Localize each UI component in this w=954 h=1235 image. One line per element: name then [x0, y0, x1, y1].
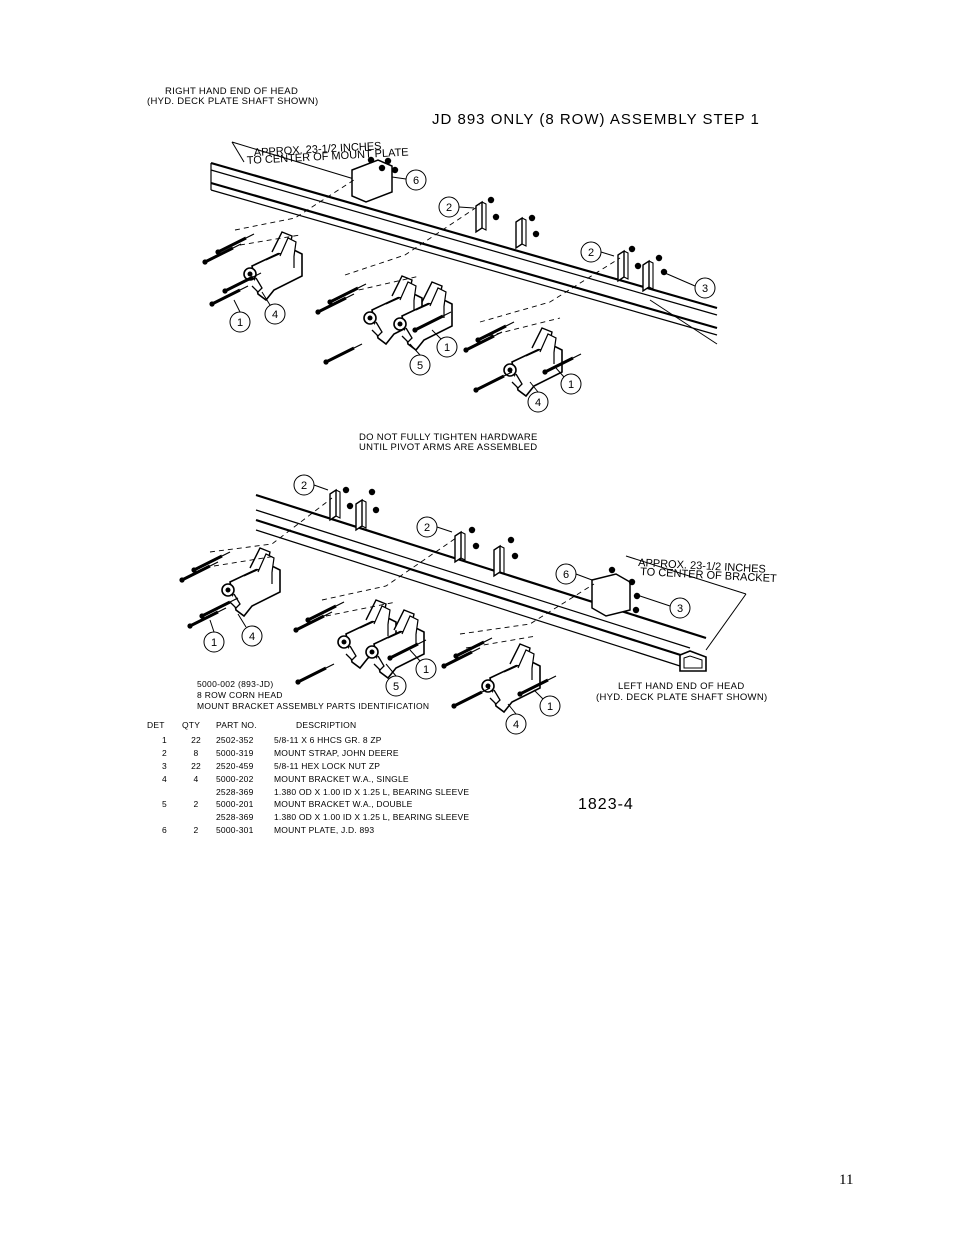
left-end-label-line1: LEFT HAND END OF HEAD [618, 681, 745, 692]
table-row: 2528-369 1.380 OD X 1.00 ID X 1.25 L, BE… [147, 811, 469, 824]
left-end-label-line2: (HYD. DECK PLATE SHAFT SHOWN) [596, 692, 768, 703]
table-row: 2528-369 1.380 OD X 1.00 ID X 1.25 L, BE… [147, 785, 469, 798]
cell-part: 2502-352 [216, 735, 254, 746]
cell-qty: 22 [191, 735, 201, 746]
table-row: 2 8 5000-319 MOUNT STRAP, JOHN DEERE [147, 747, 469, 760]
cell-det [147, 811, 182, 824]
cell-det: 4 [162, 773, 167, 784]
cell-det: 2 [162, 748, 167, 759]
cell-det: 6 [162, 824, 167, 835]
cell-part: 5000-301 [216, 824, 254, 835]
table-row: 6 2 5000-301 MOUNT PLATE, J.D. 893 [147, 824, 469, 837]
callout-bottom-6: 6 [563, 569, 569, 581]
cell-desc: MOUNT BRACKET W.A., DOUBLE [274, 799, 413, 810]
cell-qty: 2 [193, 824, 199, 835]
top-straps [475, 196, 668, 292]
cell-part: 5000-319 [216, 748, 254, 759]
cell-desc: 5/8-11 X 6 HHCS GR. 8 ZP [274, 735, 382, 746]
cell-desc: 1.380 OD X 1.00 ID X 1.25 L, BEARING SLE… [274, 786, 470, 797]
callout-top-3: 3 [702, 283, 708, 295]
callout-top-4a: 4 [272, 309, 278, 321]
callout-bottom-1a: 1 [211, 637, 217, 649]
cell-qty: 2 [193, 799, 199, 810]
cell-det: 3 [162, 760, 167, 771]
cell-part: 2528-369 [216, 812, 254, 823]
top-dashed-guides [234, 177, 621, 337]
cell-desc: MOUNT PLATE, J.D. 893 [274, 824, 375, 835]
hardware-note-line1: DO NOT FULLY TIGHTEN HARDWARE [359, 432, 538, 443]
cell-qty [182, 811, 210, 824]
callout-bottom-1b: 1 [423, 664, 429, 676]
cell-qty: 22 [191, 760, 201, 771]
bottom-callouts [203, 474, 691, 735]
callout-bottom-2b: 2 [424, 522, 430, 534]
cell-part: 5000-202 [216, 773, 254, 784]
callout-bottom-2a: 2 [301, 480, 307, 492]
cell-desc: MOUNT STRAP, JOHN DEERE [274, 748, 399, 759]
right-end-label-line1: RIGHT HAND END OF HEAD [165, 86, 299, 97]
callout-top-1b: 1 [444, 342, 450, 354]
top-callouts [229, 169, 716, 413]
callout-top-2b: 2 [588, 247, 594, 259]
cell-part: 5000-201 [216, 799, 254, 810]
parts-caption-line3: MOUNT BRACKET ASSEMBLY PARTS IDENTIFICAT… [197, 701, 430, 711]
cell-det [147, 785, 182, 798]
parts-table-header: DET QTY PART NO. DESCRIPTION [147, 720, 469, 734]
callout-bottom-5: 5 [393, 681, 399, 693]
bottom-mount-plate [591, 566, 641, 617]
cell-part: 2528-369 [216, 786, 254, 797]
page-title: JD 893 ONLY (8 ROW) ASSEMBLY STEP 1 [432, 111, 760, 128]
bottom-dimension [625, 555, 747, 651]
callout-top-6: 6 [413, 175, 419, 187]
cell-qty: 8 [193, 748, 199, 759]
parts-table: DET QTY PART NO. DESCRIPTION 1 22 2502-3… [147, 720, 469, 836]
callout-bottom-1c: 1 [547, 701, 553, 713]
cell-desc: MOUNT BRACKET W.A., SINGLE [274, 773, 409, 784]
table-row: 1 22 2502-352 5/8-11 X 6 HHCS GR. 8 ZP [147, 734, 469, 747]
cell-desc: 1.380 OD X 1.00 ID X 1.25 L, BEARING SLE… [274, 812, 470, 823]
drawing-number: 1823-4 [578, 796, 634, 813]
table-row: 5 2 5000-201 MOUNT BRACKET W.A., DOUBLE [147, 798, 469, 811]
top-dimension [231, 141, 365, 183]
hardware-note-line2: UNTIL PIVOT ARMS ARE ASSEMBLED [359, 442, 538, 453]
cell-qty: 4 [193, 773, 199, 784]
table-row: 3 22 2520-459 5/8-11 HEX LOCK NUT ZP [147, 760, 469, 773]
parts-caption-line2: 8 ROW CORN HEAD [197, 690, 283, 700]
header-description: DESCRIPTION [296, 720, 357, 730]
callout-bottom-4a: 4 [249, 631, 255, 643]
table-row: 4 4 5000-202 MOUNT BRACKET W.A., SINGLE [147, 772, 469, 785]
cell-part: 2520-459 [216, 760, 254, 771]
cell-det: 5 [162, 799, 167, 810]
header-part-no: PART NO. [216, 720, 257, 730]
callout-top-4b: 4 [535, 397, 541, 409]
bottom-dashed-guides [209, 497, 595, 649]
callout-top-1a: 1 [237, 317, 243, 329]
callout-top-5: 5 [417, 360, 423, 372]
cell-qty [182, 785, 210, 798]
callout-bottom-4b: 4 [513, 719, 519, 731]
header-qty: QTY [182, 720, 201, 730]
parts-caption-line1: 5000-002 (893-JD) [197, 679, 274, 689]
cell-det: 1 [162, 735, 167, 746]
right-end-label-line2: (HYD. DECK PLATE SHAFT SHOWN) [147, 96, 319, 107]
page-number: 11 [839, 1172, 854, 1188]
top-mount-plate [351, 156, 399, 203]
callout-bottom-3: 3 [677, 603, 683, 615]
tube-top [210, 161, 718, 345]
header-det: DET [147, 720, 165, 730]
cell-desc: 5/8-11 HEX LOCK NUT ZP [274, 760, 381, 771]
tube-bottom [255, 493, 707, 672]
callout-top-1c: 1 [568, 379, 574, 391]
callout-top-2a: 2 [446, 202, 452, 214]
